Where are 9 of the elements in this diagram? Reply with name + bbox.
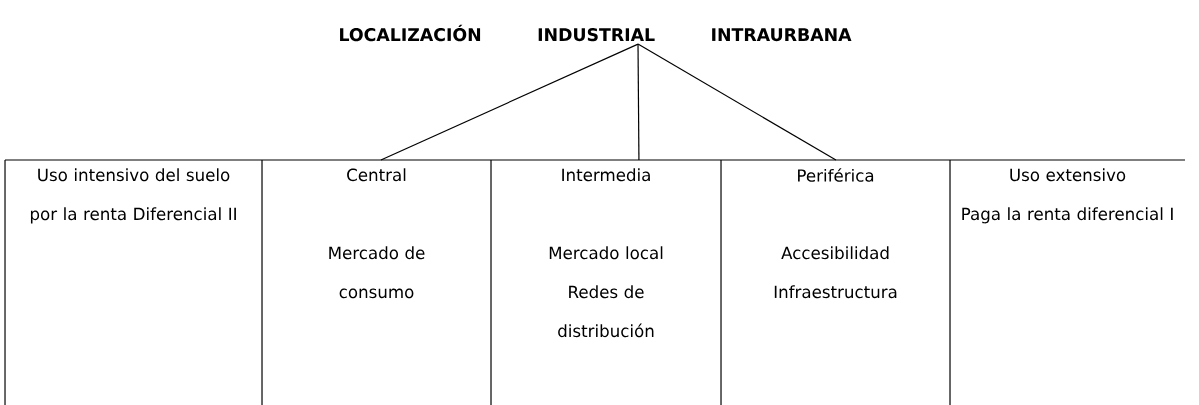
title: LOCALIZACIÓN INDUSTRIAL INTRAURBANA [340,24,852,42]
table-cell: Central Mercado de consumo [329,168,425,299]
table-cell: Uso intensivo del suelo por la renta Diferencial II [30,168,236,224]
table-cell: Uso extensivo Paga la renta diferencial I [962,168,1173,224]
connector-line [380,43,639,161]
table-cell: Intermedia Mercado local Redes de distribución [549,168,663,338]
connector-line [637,43,837,161]
table-cell: Periférica Accesibilidad Infraestructura [774,168,897,299]
connector-line [637,43,640,161]
